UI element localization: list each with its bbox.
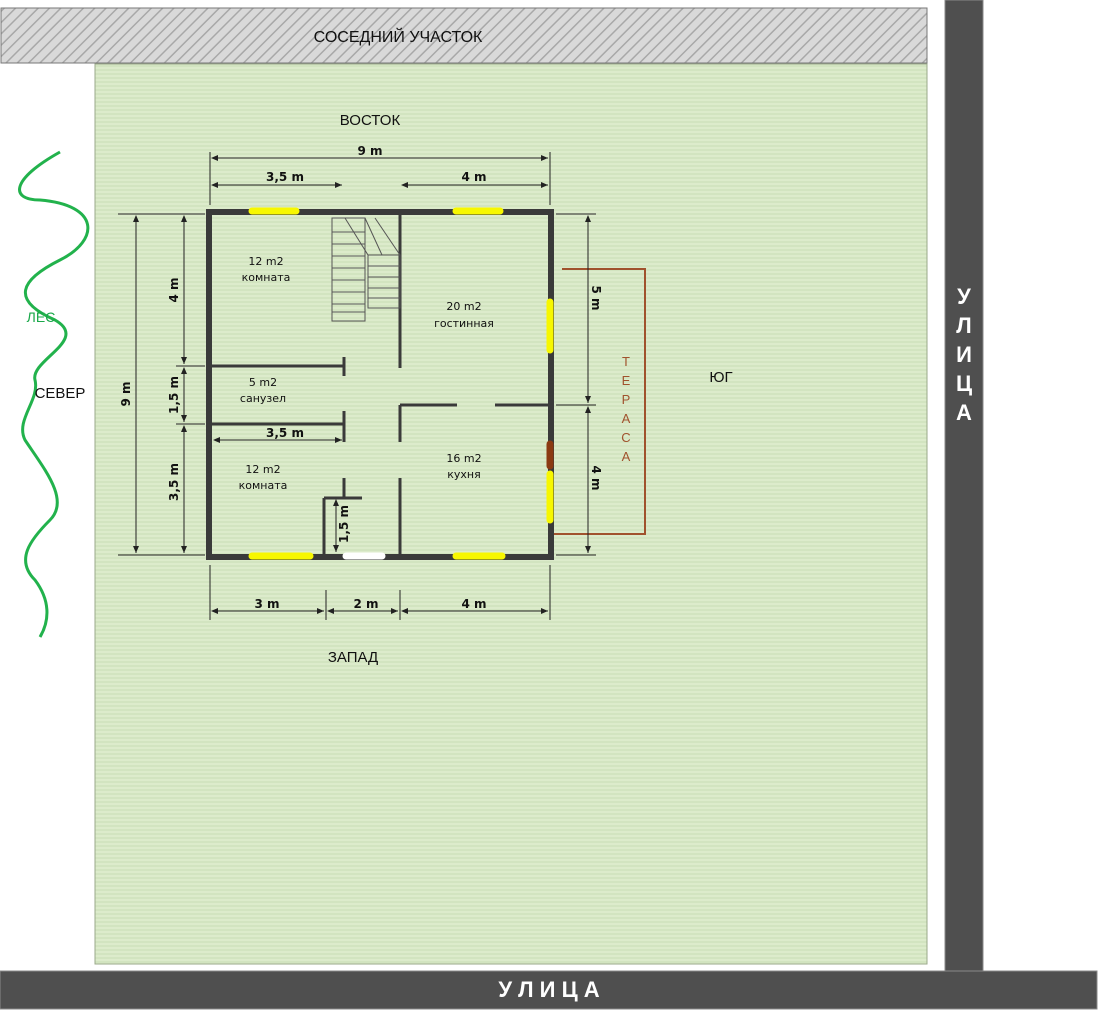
- east-label: ВОСТОК: [340, 112, 401, 129]
- terrace-letter: Т: [622, 354, 630, 369]
- room1-area: 12 m2: [248, 255, 283, 268]
- dimension-top: [209, 152, 551, 205]
- street-right-letter: Л: [956, 313, 971, 338]
- terrace-letter: А: [622, 449, 631, 464]
- dim-left-total: 9 m: [119, 381, 133, 406]
- living-name: гостинная: [434, 317, 494, 330]
- dim-bottom-1: 3 m: [254, 597, 279, 611]
- kitchen-name: кухня: [447, 468, 480, 481]
- forest-label: ЛЕС: [27, 309, 56, 325]
- living-area: 20 m2: [446, 300, 481, 313]
- dim-bottom-3: 4 m: [461, 597, 486, 611]
- dimension-right: [556, 213, 596, 556]
- terrace-letter: Р: [622, 392, 631, 407]
- terrace-outline: [553, 268, 646, 535]
- lawn-area: [94, 63, 928, 965]
- dim-left-2: 1,5 m: [167, 376, 181, 414]
- dim-top-left: 3,5 m: [266, 170, 304, 184]
- bath-name: санузел: [240, 392, 286, 405]
- neighbor-label: СОСЕДНИЙ УЧАСТОК: [314, 27, 483, 46]
- room1-name: комната: [242, 271, 291, 284]
- dim-left-3: 3,5 m: [167, 463, 181, 501]
- west-label: ЗАПАД: [328, 649, 378, 666]
- street-right-letter: А: [956, 400, 972, 425]
- dim-top-right: 4 m: [461, 170, 486, 184]
- dim-top-total: 9 m: [357, 144, 382, 158]
- room2-area: 12 m2: [245, 463, 280, 476]
- dim-inner-35: 3,5 m: [266, 426, 304, 440]
- street-right-label: У Л И Ц А: [956, 284, 972, 425]
- dim-inner-15: 1,5 m: [337, 505, 351, 543]
- dim-right-5: 5 m: [589, 285, 603, 310]
- room2-name: комната: [239, 479, 288, 492]
- north-label: СЕВЕР: [35, 385, 86, 402]
- kitchen-area: 16 m2: [446, 452, 481, 465]
- terrace-letter: А: [622, 411, 631, 426]
- bath-area: 5 m2: [249, 376, 277, 389]
- neighbor-plot: [0, 7, 928, 64]
- street-right-letter: У: [957, 284, 971, 309]
- street-bottom: [0, 970, 1098, 1010]
- dimension-left: [118, 213, 205, 556]
- dim-bottom-2: 2 m: [353, 597, 378, 611]
- street-right-letter: И: [956, 342, 972, 367]
- dim-left-1: 4 m: [167, 277, 181, 302]
- dim-right-4: 4 m: [589, 465, 603, 490]
- terrace-letter: С: [621, 430, 630, 445]
- street-right-letter: Ц: [956, 371, 972, 396]
- street-right: [944, 0, 984, 973]
- terrace-letter: Е: [622, 373, 631, 388]
- terrace-label: Т Е Р А С А: [621, 354, 630, 464]
- dimension-bottom: [209, 565, 551, 620]
- staircase: [331, 217, 401, 322]
- south-label: ЮГ: [709, 369, 732, 386]
- street-bottom-label: У Л И Ц А: [498, 977, 599, 1002]
- forest-line: [18, 150, 90, 638]
